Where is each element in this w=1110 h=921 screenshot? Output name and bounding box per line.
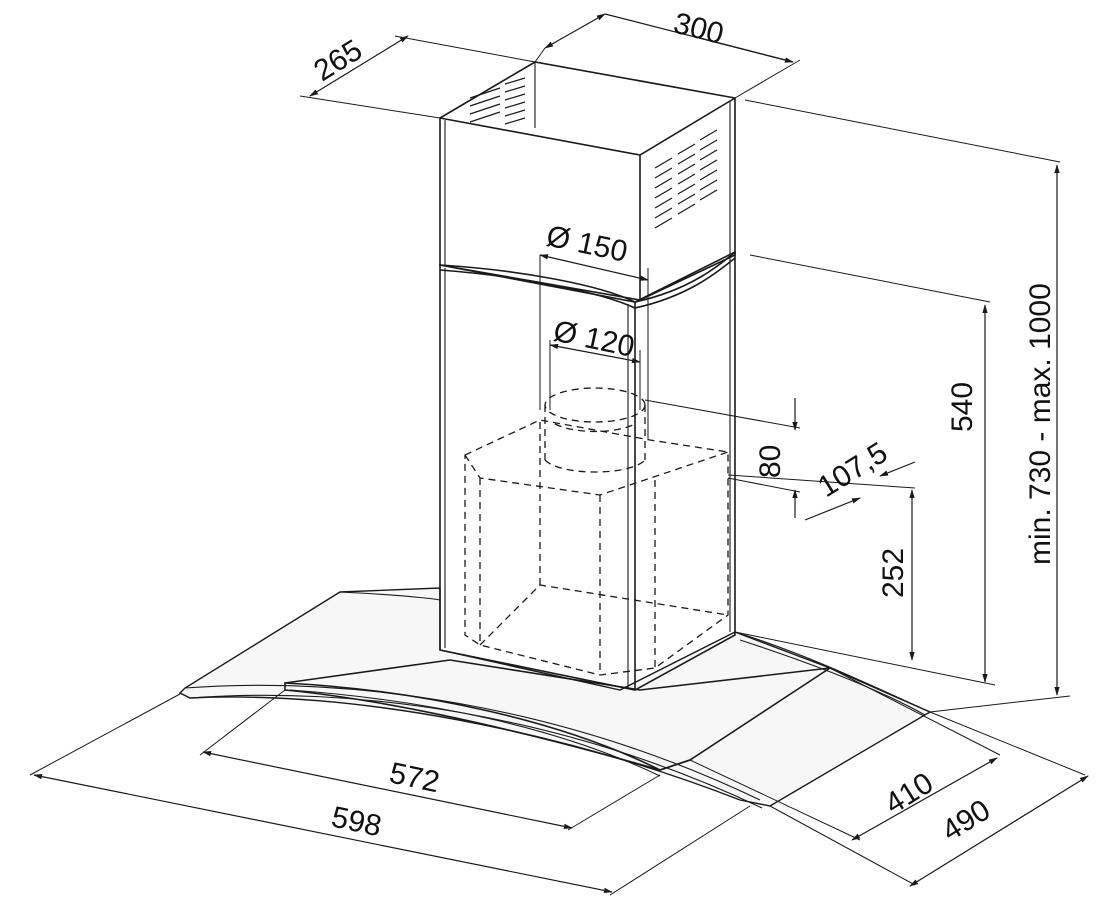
dim-outlet-height <box>644 398 801 518</box>
dim-body-height <box>734 254 996 686</box>
dim-outlet-offset <box>804 461 916 521</box>
label-outlet-offset: 107,5 <box>812 436 893 504</box>
label-chimney-depth: 265 <box>308 33 368 88</box>
label-outlet-height: 80 <box>754 445 787 478</box>
dim-chimney-depth <box>299 35 536 119</box>
hood-body <box>284 659 831 777</box>
label-inner-width: 572 <box>387 757 443 800</box>
label-overall-depth: 490 <box>936 793 996 848</box>
label-body-height: 540 <box>946 382 979 432</box>
dim-duct-diameter <box>539 254 649 440</box>
dim-motor-outlet-diameter <box>549 340 641 410</box>
dim-overall-depth <box>769 711 1089 887</box>
label-chimney-width: 300 <box>670 7 727 51</box>
back-vent-slots <box>469 77 526 125</box>
label-motor-outlet-diameter: Ø 120 <box>551 315 638 364</box>
dim-chimney-width <box>534 13 801 99</box>
glass-canopy <box>178 587 932 809</box>
dim-motor-height <box>727 474 916 661</box>
label-duct-diameter: Ø 150 <box>544 220 631 269</box>
label-inner-depth: 410 <box>879 766 939 821</box>
motor-housing-hidden <box>464 387 729 676</box>
dim-total-height <box>744 99 1071 713</box>
chimney-upper-cover <box>439 61 736 301</box>
chimney-lower-cover <box>439 250 736 691</box>
label-total-height: min. 730 - max. 1000 <box>1024 283 1057 565</box>
front-vent-slots <box>654 129 718 229</box>
label-motor-height: 252 <box>877 548 910 598</box>
dim-overall-width <box>29 693 751 896</box>
